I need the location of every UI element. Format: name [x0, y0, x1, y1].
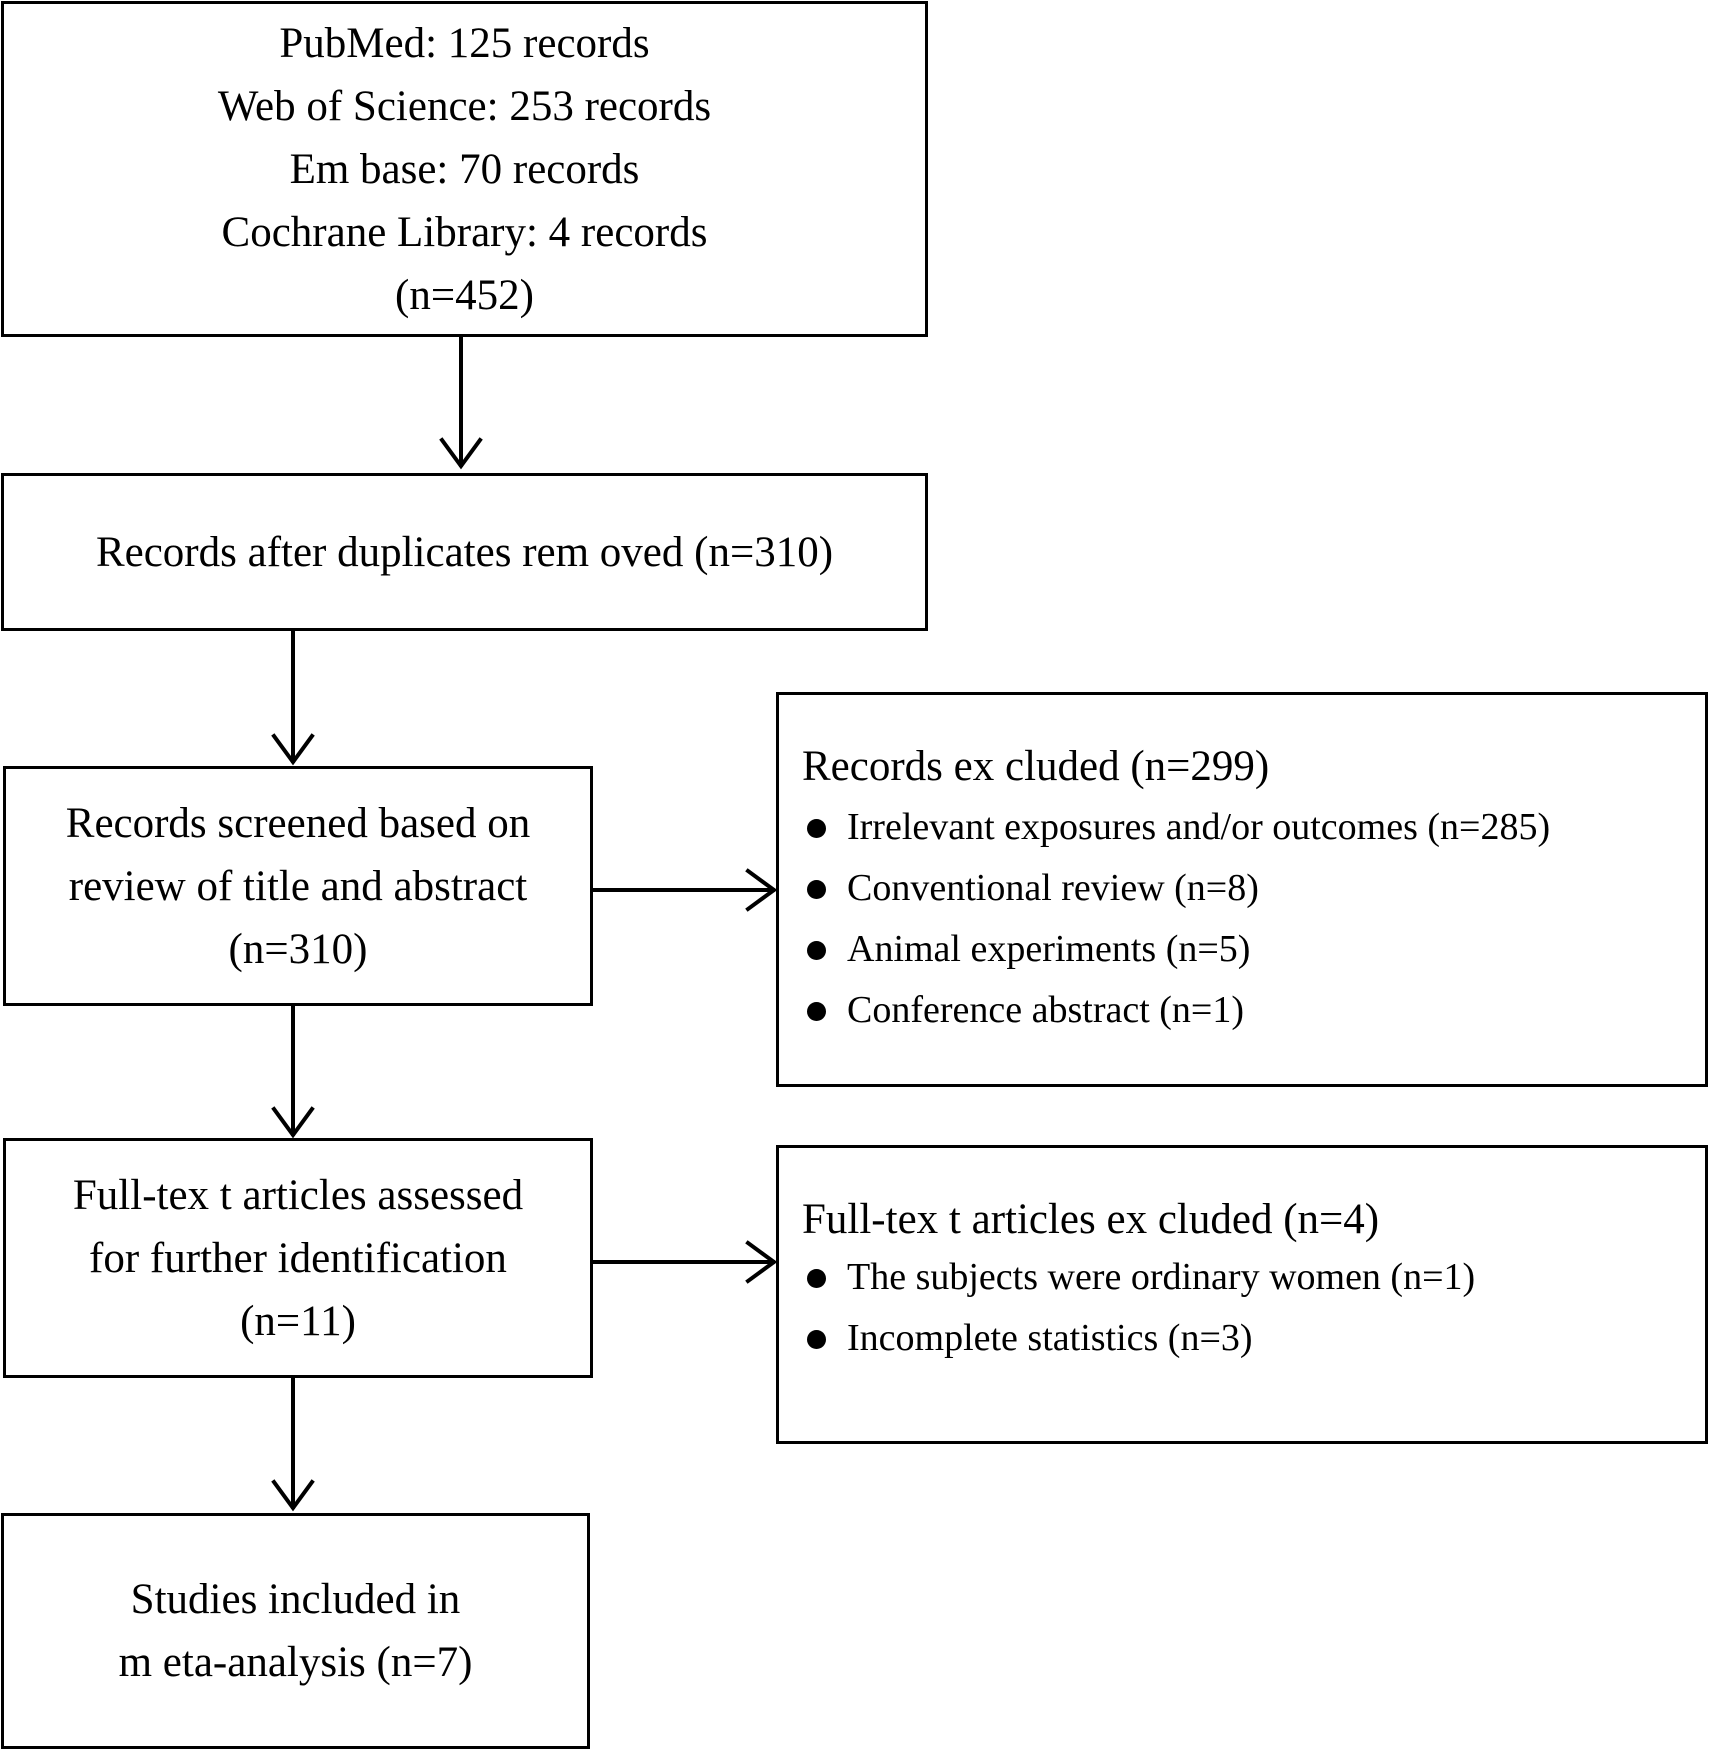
list-item: The subjects were ordinary women (n=1) — [803, 1247, 1475, 1308]
excluded-reason: The subjects were ordinary women (n=1) — [847, 1256, 1476, 1298]
bullet-icon — [807, 1269, 826, 1288]
excluded-reason: Conference abstract (n=1) — [847, 989, 1245, 1031]
list-item: Conventional review (n=8) — [803, 858, 1550, 919]
source-pubmed: PubMed: 125 records — [279, 19, 650, 67]
arrowhead-sources-to-dedup — [439, 437, 483, 470]
excluded-fulltext-list: The subjects were ordinary women (n=1) I… — [803, 1247, 1475, 1369]
included-line-2: m eta-analysis (n=7) — [118, 1639, 473, 1686]
excluded-records-list: Irrelevant exposures and/or outcomes (n=… — [803, 797, 1550, 1041]
bullet-icon — [807, 1330, 826, 1349]
included-line-1: Studies included in — [130, 1576, 461, 1623]
excluded-reason: Animal experiments (n=5) — [847, 928, 1251, 970]
excluded-reason: Irrelevant exposures and/or outcomes (n=… — [847, 806, 1551, 848]
arrowhead-fulltext-to-included — [271, 1479, 315, 1512]
source-embase: Em base: 70 records — [289, 145, 640, 193]
bullet-icon — [807, 880, 826, 899]
deduplicated-box: Records after duplicates rem oved (n=310… — [1, 473, 928, 631]
excluded-fulltext-box: Full-tex t articles ex cluded (n=4) The … — [776, 1145, 1708, 1444]
list-item: Irrelevant exposures and/or outcomes (n=… — [803, 797, 1550, 858]
screened-count: (n=310) — [228, 925, 368, 973]
screened-line-1: Records screened based on — [65, 799, 531, 847]
screened-line-2: review of title and abstract — [68, 862, 528, 910]
included-box: Studies included in m eta-analysis (n=7) — [1, 1513, 590, 1749]
bullet-icon — [807, 941, 826, 960]
source-cochrane: Cochrane Library: 4 records — [221, 208, 708, 256]
excluded-reason: Conventional review (n=8) — [847, 867, 1259, 909]
list-item: Conference abstract (n=1) — [803, 980, 1550, 1041]
deduplicated-text: Records after duplicates rem oved (n=310… — [95, 528, 834, 576]
fulltext-line-2: for further identification — [89, 1234, 507, 1282]
list-item: Incomplete statistics (n=3) — [803, 1308, 1475, 1369]
arrowhead-screened-to-excluded — [745, 868, 778, 912]
sources-total: (n=452) — [395, 271, 534, 319]
fulltext-box: Full-tex t articles assessed for further… — [3, 1138, 593, 1378]
excluded-fulltext-title: Full-tex t articles ex cluded (n=4) — [802, 1196, 1380, 1243]
list-item: Animal experiments (n=5) — [803, 919, 1550, 980]
screened-box: Records screened based on review of titl… — [3, 766, 593, 1006]
arrowhead-screened-to-fulltext — [271, 1106, 315, 1139]
excluded-reason: Incomplete statistics (n=3) — [847, 1317, 1253, 1359]
bullet-icon — [807, 819, 826, 838]
excluded-records-box: Records ex cluded (n=299) Irrelevant exp… — [776, 692, 1708, 1087]
arrowhead-dedup-to-screened — [271, 733, 315, 766]
source-web-of-science: Web of Science: 253 records — [217, 82, 712, 130]
excluded-records-title: Records ex cluded (n=299) — [802, 743, 1270, 790]
arrowhead-fulltext-to-excluded — [745, 1240, 778, 1284]
fulltext-line-1: Full-tex t articles assessed — [72, 1171, 524, 1219]
bullet-icon — [807, 1002, 826, 1021]
sources-box: PubMed: 125 records Web of Science: 253 … — [1, 1, 928, 337]
fulltext-count: (n=11) — [240, 1297, 356, 1345]
